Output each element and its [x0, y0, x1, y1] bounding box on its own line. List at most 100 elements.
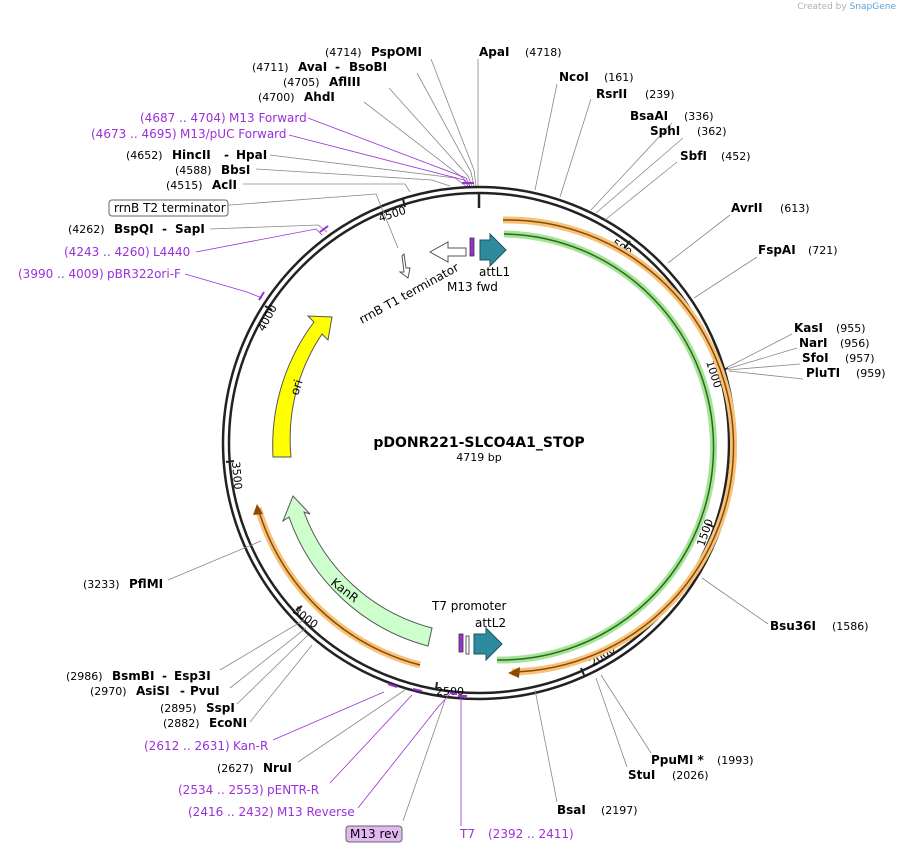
svg-text:PluTI: PluTI	[806, 366, 840, 380]
enzyme-label-pspomi: (4714) PspOMI	[325, 45, 422, 59]
svg-text:M13/pUC Forward: M13/pUC Forward	[180, 127, 287, 141]
svg-text:-: -	[335, 60, 340, 74]
svg-text:(2986): (2986)	[66, 670, 103, 683]
svg-text:SbfI: SbfI	[680, 149, 707, 163]
svg-text:PspOMI: PspOMI	[371, 45, 422, 59]
enzyme-label-kasi: KasI (955)	[794, 321, 866, 335]
svg-text:(955): (955)	[836, 322, 866, 335]
enzyme-label-stui: StuI (2026)	[628, 768, 709, 782]
rrnb-t1-terminator-arrow	[428, 241, 467, 263]
svg-text:(4718): (4718)	[525, 46, 562, 59]
enzyme-label-bsu36i: Bsu36I (1586)	[770, 619, 869, 633]
svg-text:RsrII: RsrII	[596, 87, 627, 101]
enzyme-label-fspai: FspAI (721)	[758, 243, 838, 257]
svg-text:(2392 .. 2411): (2392 .. 2411)	[488, 827, 574, 841]
enzyme-label-acli: (4515) AclI	[166, 178, 237, 192]
enzyme-label-ppumi: PpuMI * (1993)	[651, 753, 754, 767]
svg-text:BsaI: BsaI	[557, 803, 586, 817]
enzyme-label-bsmbi-esp3i: (2986) BsmBI - Esp3I	[66, 669, 211, 683]
svg-text:M13 rev: M13 rev	[350, 827, 399, 841]
tick-label-4000: 4000	[255, 303, 280, 334]
tick-label-2500: 2500	[436, 685, 464, 698]
svg-text:(2612 .. 2631): (2612 .. 2631)	[144, 739, 230, 753]
svg-text:BsmBI: BsmBI	[112, 669, 154, 683]
svg-text:NarI: NarI	[799, 336, 828, 350]
svg-text:-: -	[224, 148, 229, 162]
enzyme-leader-lines	[167, 58, 804, 822]
svg-text:(2416 .. 2432): (2416 .. 2432)	[188, 805, 274, 819]
primer-label-m13-puc-forward: (4673 .. 4695) M13/pUC Forward	[91, 127, 287, 141]
svg-text:HpaI: HpaI	[236, 148, 267, 162]
svg-text:(4711): (4711)	[252, 61, 289, 74]
svg-text:(2895): (2895)	[160, 702, 197, 715]
svg-text:(2970): (2970)	[90, 685, 127, 698]
svg-text:PvuI: PvuI	[190, 684, 220, 698]
attl1-label: attL1	[479, 265, 510, 279]
enzyme-label-bbsi: (4588) BbsI	[175, 163, 250, 177]
svg-text:AvrII: AvrII	[731, 201, 763, 215]
svg-text:AflIII: AflIII	[329, 75, 361, 89]
m13-fwd-label: M13 fwd	[447, 280, 498, 294]
svg-text:(959): (959)	[856, 367, 886, 380]
primer-arc-marks	[258, 182, 474, 697]
primer-label-kan-r: (2612 .. 2631) Kan-R	[144, 739, 268, 753]
svg-text:(4673 .. 4695): (4673 .. 4695)	[91, 127, 177, 141]
enzyme-label-hincii-hpai: (4652) HincII - HpaI	[126, 148, 267, 162]
svg-text:AhdI: AhdI	[304, 90, 335, 104]
svg-text:(957): (957)	[845, 352, 875, 365]
svg-text:(239): (239)	[645, 88, 675, 101]
svg-text:AvaI: AvaI	[298, 60, 327, 74]
svg-text:AsiSI: AsiSI	[136, 684, 170, 698]
enzyme-label-bspqi-sapi: (4262) BspQI - SapI	[68, 222, 205, 236]
enzyme-label-rsrii: RsrII (239)	[596, 87, 675, 101]
svg-text:L4440: L4440	[153, 245, 190, 259]
svg-text:(452): (452)	[721, 150, 751, 163]
svg-text:-: -	[180, 684, 185, 698]
plasmid-size: 4719 bp	[456, 451, 501, 464]
svg-text:(2882): (2882)	[163, 717, 200, 730]
svg-text:(2627): (2627)	[217, 762, 254, 775]
svg-text:(4515): (4515)	[166, 179, 203, 192]
primer-label-t7: T7 (2392 .. 2411)	[459, 827, 574, 841]
svg-text:StuI: StuI	[628, 768, 655, 782]
primer-label-m13-forward: (4687 .. 4704) M13 Forward	[140, 111, 307, 125]
svg-text:HincII: HincII	[172, 148, 211, 162]
primer-label-pbr322ori-f: (3990 .. 4009) pBR322ori-F	[18, 267, 181, 281]
svg-text:(956): (956)	[840, 337, 870, 350]
enzyme-label-avrii: AvrII (613)	[731, 201, 810, 215]
svg-text:BspQI: BspQI	[114, 222, 154, 236]
enzyme-label-asisi-pvui: (2970) AsiSI - PvuI	[90, 684, 220, 698]
svg-text:(4714): (4714)	[325, 46, 362, 59]
svg-text:(2197): (2197)	[601, 804, 638, 817]
enzyme-label-econi: (2882) EcoNI	[163, 716, 247, 730]
svg-text:SfoI: SfoI	[802, 351, 829, 365]
enzyme-label-pluti: PluTI (959)	[806, 366, 886, 380]
svg-text:BbsI: BbsI	[221, 163, 250, 177]
svg-text:PpuMI *: PpuMI *	[651, 753, 705, 767]
svg-text:rrnB T2 terminator: rrnB T2 terminator	[114, 201, 226, 215]
orange-arc-arrowhead	[508, 667, 520, 678]
svg-text:(1993): (1993)	[717, 754, 754, 767]
primer-label-m13-reverse: (2416 .. 2432) M13 Reverse	[188, 805, 355, 819]
svg-text:SspI: SspI	[206, 701, 235, 715]
svg-text:-: -	[162, 222, 167, 236]
svg-text:AclI: AclI	[212, 178, 237, 192]
m13-rev-label-box: M13 rev	[345, 825, 403, 843]
svg-text:NcoI: NcoI	[559, 70, 589, 84]
enzyme-label-nrui: (2627) NruI	[217, 761, 292, 775]
enzyme-label-ahdi: (4700) AhdI	[258, 90, 335, 104]
svg-text:(2026): (2026)	[672, 769, 709, 782]
tick-label-3500: 3500	[229, 461, 244, 490]
svg-text:SphI: SphI	[650, 124, 680, 138]
svg-text:ApaI: ApaI	[479, 45, 509, 59]
svg-text:(1586): (1586)	[832, 620, 869, 633]
svg-text:M13 Reverse: M13 Reverse	[277, 805, 355, 819]
svg-text:PflMI: PflMI	[129, 577, 163, 591]
svg-text:(613): (613)	[780, 202, 810, 215]
t7-promoter-mark	[458, 633, 464, 653]
enzyme-label-apai: ApaI (4718)	[479, 45, 562, 59]
enzyme-label-bsai: BsaI (2197)	[557, 803, 638, 817]
svg-text:(336): (336)	[684, 110, 714, 123]
svg-text:M13 Forward: M13 Forward	[229, 111, 307, 125]
rrnb-t2-terminator-arrow	[398, 252, 411, 279]
